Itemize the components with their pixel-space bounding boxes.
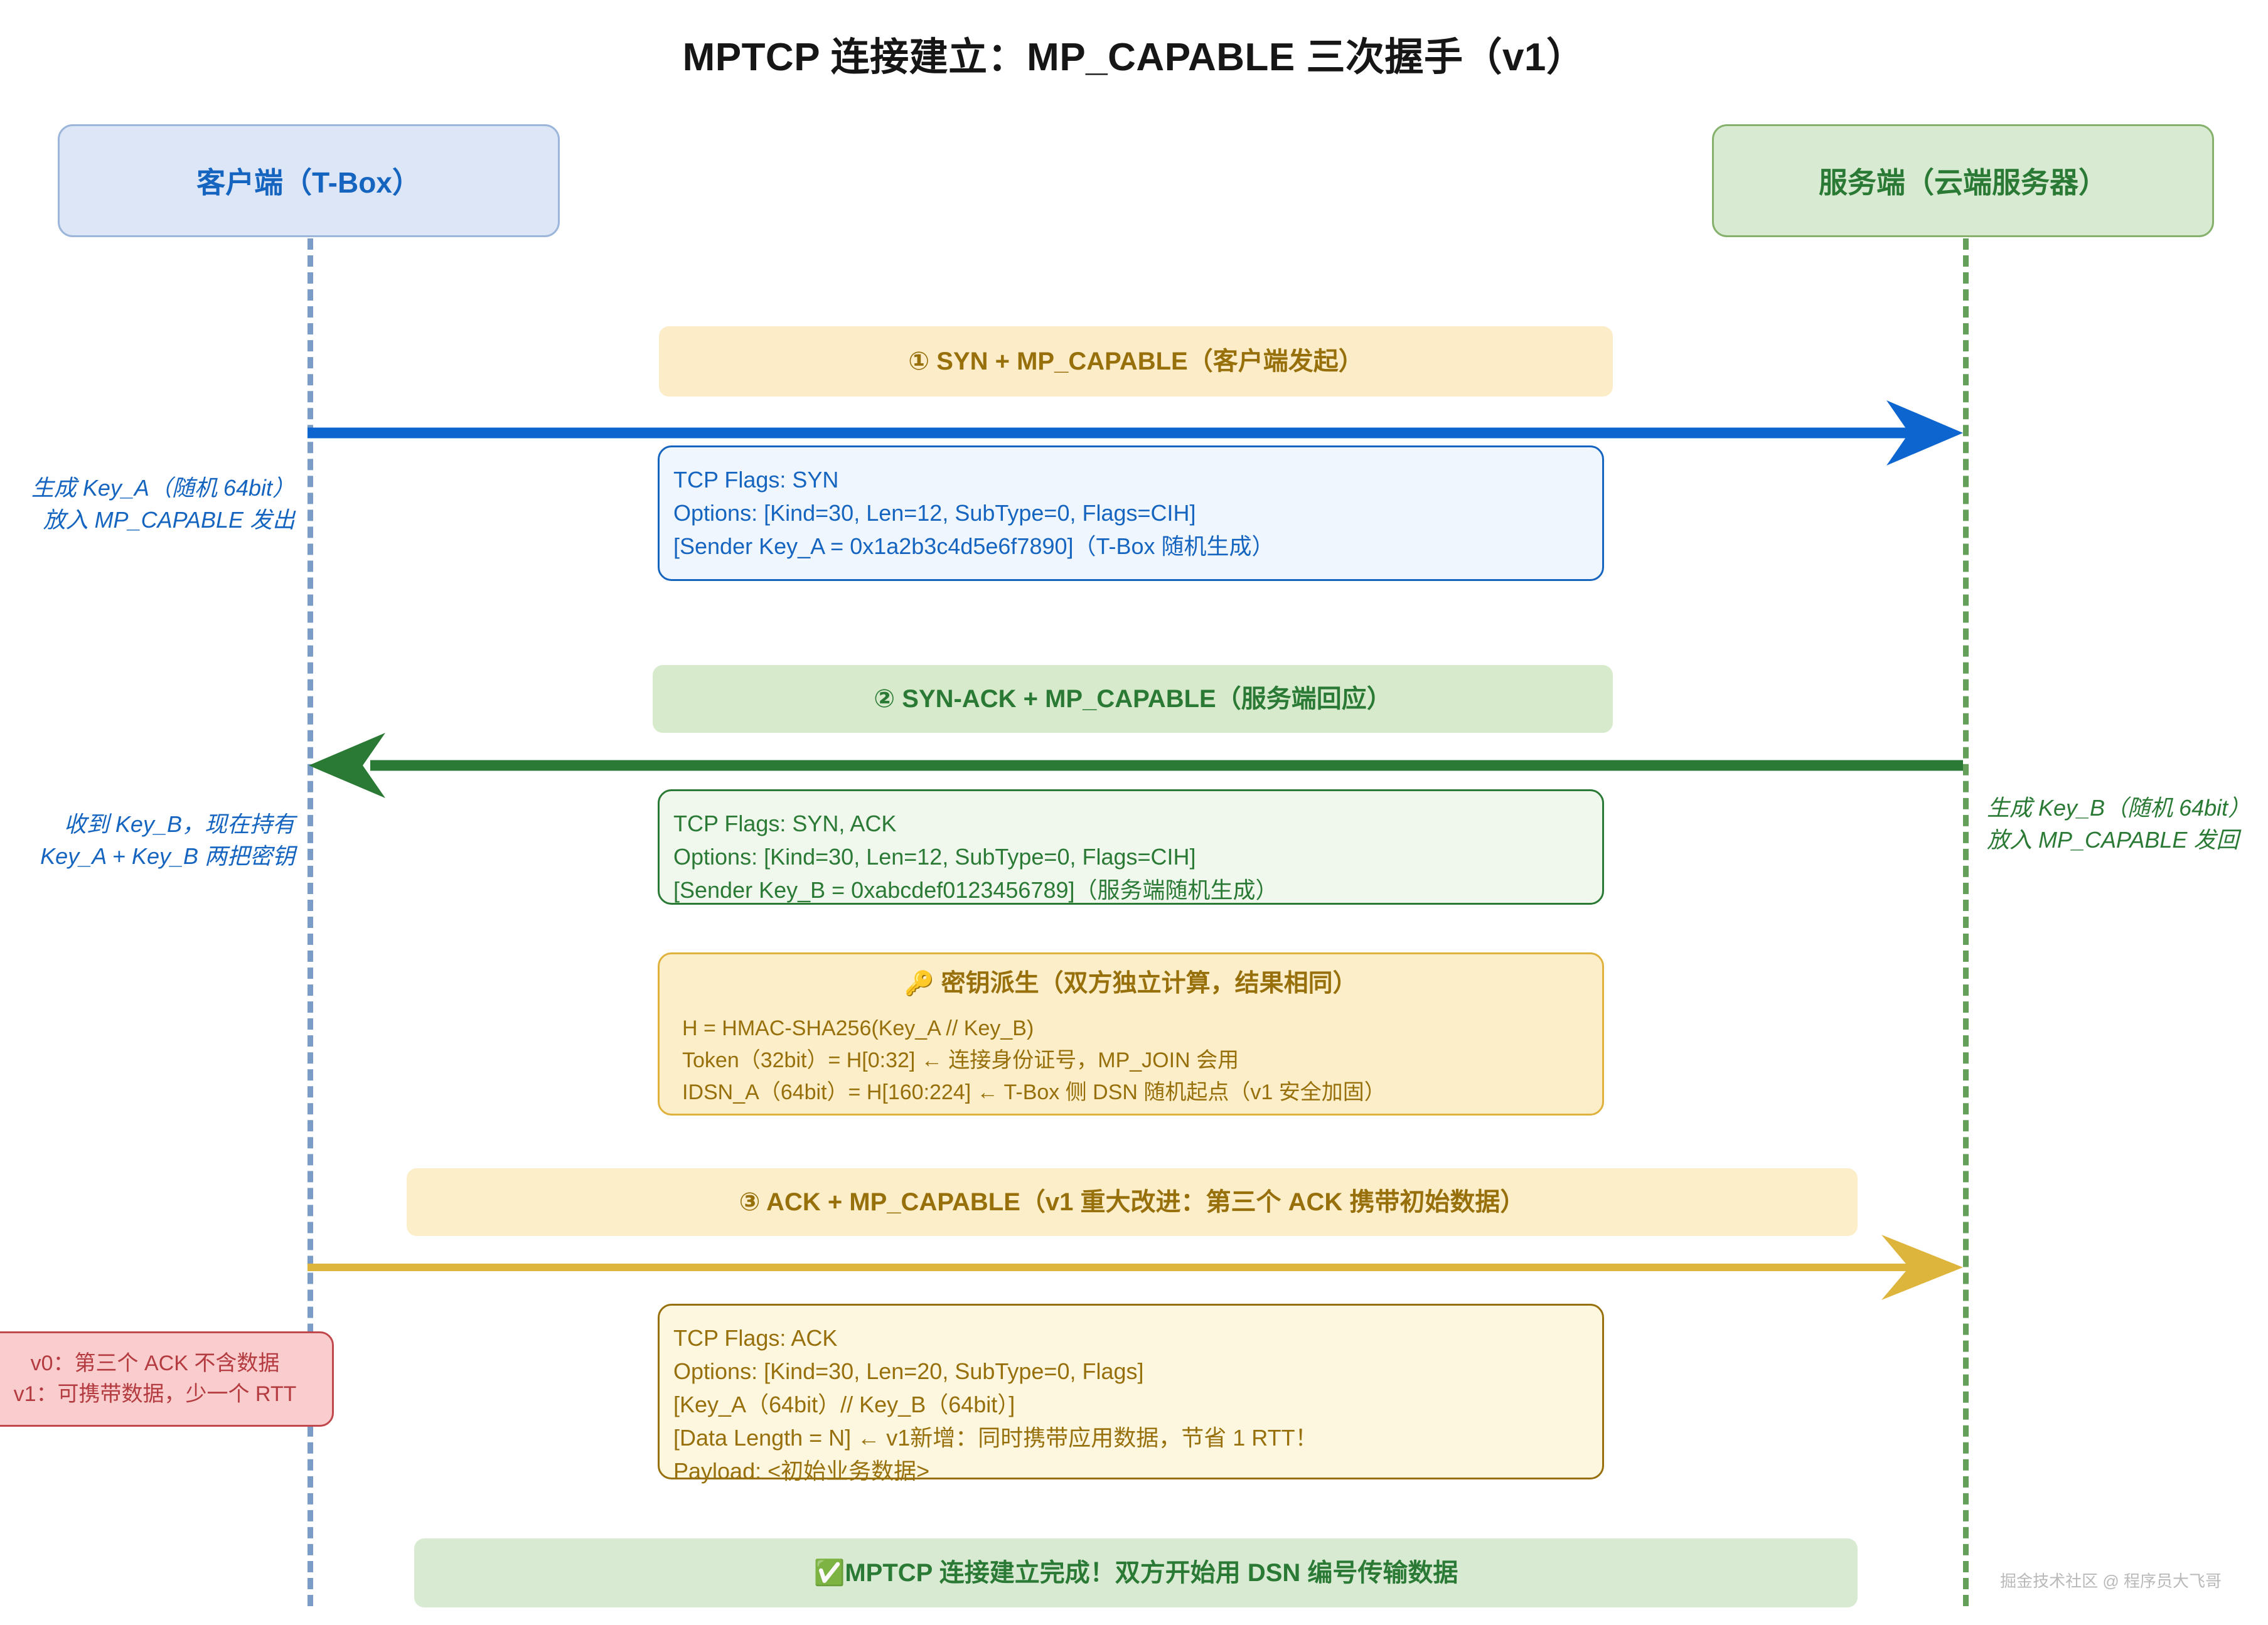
message-banner-1: ① SYN + MP_CAPABLE（客户端发起）: [659, 326, 1613, 397]
watermark: 掘金技术社区 @ 程序员大飞哥: [2000, 1572, 2222, 1590]
key-derivation-title: 🔑 密钥派生（双方独立计算，结果相同）: [673, 969, 1588, 999]
actor-client-label: 客户端（T-Box）: [196, 166, 421, 199]
note-server-generate-key-b: 生成 Key_B（随机 64bit） 放入 MP_CAPABLE 发回: [1987, 795, 2251, 853]
actor-server-label: 服务端（云端服务器）: [1819, 166, 2107, 199]
message-banner-2: ② SYN-ACK + MP_CAPABLE（服务端回应）: [653, 665, 1613, 733]
final-status-banner: ✅ MPTCP 连接建立完成！双方开始用 DSN 编号传输数据: [414, 1538, 1858, 1607]
lifeline-client: [308, 238, 313, 1606]
final-status-label: MPTCP 连接建立完成！双方开始用 DSN 编号传输数据: [845, 1559, 1458, 1587]
message-banner-1-label: ① SYN + MP_CAPABLE（客户端发起）: [908, 348, 1364, 375]
actor-client: 客户端（T-Box）: [58, 124, 560, 237]
arrow-msg-3: [308, 1230, 1977, 1305]
key-derivation-body: H = HMAC-SHA256(Key_A // Key_B) Token（32…: [682, 1016, 1386, 1104]
arrow-msg-2: [295, 728, 1977, 803]
version-note-line-2: v1：可携带数据，少一个 RTT: [13, 1382, 297, 1406]
detail-box-msg-2: TCP Flags: SYN, ACK Options: [Kind=30, L…: [658, 789, 1604, 905]
key-derivation-title-text: 密钥派生（双方独立计算，结果相同）: [941, 970, 1357, 997]
lifeline-server: [1963, 238, 1969, 1606]
arrow-msg-1: [308, 395, 1971, 471]
note-client-received-key-b: 收到 Key_B，现在持有 Key_A + Key_B 两把密钥: [40, 811, 295, 870]
version-note-line-1: v0：第三个 ACK 不含数据: [30, 1351, 280, 1375]
actor-server: 服务端（云端服务器）: [1712, 124, 2214, 237]
message-banner-3: ③ ACK + MP_CAPABLE（v1 重大改进：第三个 ACK 携带初始数…: [407, 1168, 1858, 1236]
message-banner-3-label: ③ ACK + MP_CAPABLE（v1 重大改进：第三个 ACK 携带初始数…: [739, 1188, 1526, 1216]
detail-box-msg-1: TCP Flags: SYN Options: [Kind=30, Len=12…: [658, 445, 1604, 581]
message-banner-2-label: ② SYN-ACK + MP_CAPABLE（服务端回应）: [874, 685, 1392, 713]
note-client-generate-key-a: 生成 Key_A（随机 64bit） 放入 MP_CAPABLE 发出: [31, 475, 295, 533]
note-version-comparison: v0：第三个 ACK 不含数据 v1：可携带数据，少一个 RTT: [0, 1331, 334, 1427]
key-icon: 🔑: [904, 971, 934, 997]
key-derivation-box: 🔑 密钥派生（双方独立计算，结果相同） H = HMAC-SHA256(Key_…: [658, 952, 1604, 1116]
check-icon: ✅: [813, 1559, 845, 1587]
detail-box-msg-3: TCP Flags: ACK Options: [Kind=30, Len=20…: [658, 1304, 1604, 1484]
page-title: MPTCP 连接建立：MP_CAPABLE 三次握手（v1）: [682, 36, 1586, 79]
